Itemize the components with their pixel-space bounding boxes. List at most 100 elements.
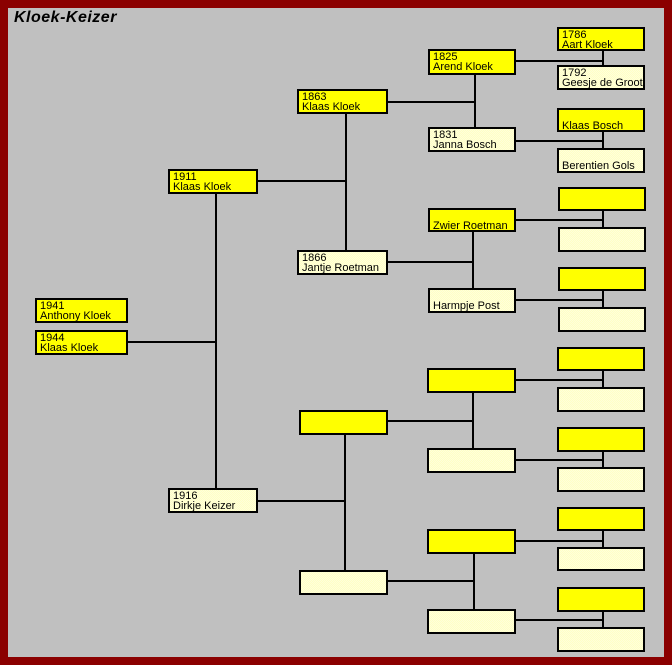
- connector-line: [602, 371, 604, 387]
- person-name: Dirkje Keizer: [173, 500, 236, 512]
- person-box-empty[interactable]: [557, 387, 645, 412]
- person-box-empty[interactable]: [557, 587, 645, 612]
- person-year: [562, 550, 643, 560]
- person-name: Aart Kloek: [562, 39, 613, 51]
- person-box-klaas-kloek-1863[interactable]: 1863 Klaas Kloek: [297, 89, 388, 114]
- person-year: 1866: [302, 252, 327, 264]
- connector-line: [472, 232, 474, 288]
- connector-line: [344, 435, 346, 570]
- connector-line: [602, 291, 604, 307]
- connector-line: [345, 114, 347, 250]
- person-year: 1792: [562, 67, 587, 79]
- person-year: 1863: [302, 91, 327, 103]
- person-name: Janna Bosch: [433, 139, 497, 151]
- person-year: [562, 470, 643, 480]
- person-box-empty[interactable]: [557, 547, 645, 571]
- person-name: Anthony Kloek: [40, 310, 111, 322]
- connector-line: [516, 140, 604, 142]
- person-year: 1831: [433, 129, 458, 141]
- person-box-empty[interactable]: [558, 307, 646, 332]
- connector-line: [388, 580, 475, 582]
- report-title: Kloek-Keizer: [14, 9, 117, 26]
- person-box-empty[interactable]: [558, 267, 646, 291]
- person-year: 1916: [173, 490, 198, 502]
- person-year: [563, 270, 644, 280]
- connector-line: [516, 60, 604, 62]
- connector-line: [258, 180, 347, 182]
- person-name: Harmpje Post: [433, 300, 500, 312]
- person-box-anthony-kloek[interactable]: 1941 Anthony Kloek: [35, 298, 128, 323]
- person-box-berentien-gols[interactable]: Berentien Gols: [557, 148, 645, 173]
- person-box-klaas-kloek-1911[interactable]: 1911 Klaas Kloek: [168, 169, 258, 194]
- connector-line: [516, 379, 604, 381]
- connector-line: [472, 393, 474, 448]
- person-box-empty[interactable]: [557, 467, 645, 492]
- person-box-geesje-de-groot[interactable]: 1792 Geesje de Groot: [557, 65, 645, 90]
- person-box-empty[interactable]: [299, 570, 388, 595]
- person-year: [563, 310, 644, 320]
- person-year: 1786: [562, 29, 587, 41]
- person-year: [562, 590, 643, 600]
- person-name: Jantje Roetman: [302, 262, 380, 274]
- person-name: Klaas Bosch: [562, 120, 624, 132]
- person-year: [304, 413, 386, 423]
- person-name: Klaas Kloek: [40, 342, 99, 354]
- person-box-jantje-roetman[interactable]: 1866 Jantje Roetman: [297, 250, 388, 275]
- person-year: [432, 612, 514, 622]
- person-box-empty[interactable]: [427, 529, 516, 554]
- person-year: 1941: [40, 300, 65, 312]
- person-year: 1911: [173, 171, 197, 183]
- person-box-empty[interactable]: [427, 448, 516, 473]
- person-year: [304, 573, 386, 583]
- person-box-zwier-roetman[interactable]: Zwier Roetman: [428, 208, 516, 232]
- person-name: Berentien Gols: [562, 160, 635, 172]
- person-box-empty[interactable]: [557, 627, 645, 652]
- person-year: 1825: [433, 51, 458, 63]
- person-box-empty[interactable]: [299, 410, 388, 435]
- person-box-aart-kloek[interactable]: 1786 Aart Kloek: [557, 27, 645, 51]
- connector-line: [215, 194, 217, 488]
- connector-line: [516, 540, 604, 542]
- person-year: [562, 630, 643, 640]
- person-box-arend-kloek[interactable]: 1825 Arend Kloek: [428, 49, 516, 75]
- connector-line: [516, 459, 604, 461]
- connector-line: [602, 452, 604, 467]
- person-name: Klaas Kloek: [302, 101, 361, 113]
- connector-line: [516, 619, 604, 621]
- connector-line: [474, 75, 476, 127]
- person-box-empty[interactable]: [557, 427, 645, 452]
- person-box-klaas-bosch[interactable]: Klaas Bosch: [557, 108, 645, 132]
- person-box-empty[interactable]: [557, 347, 645, 371]
- person-year: [562, 510, 643, 520]
- person-year: [562, 350, 643, 360]
- person-box-klaas-kloek-1944[interactable]: 1944 Klaas Kloek: [35, 330, 128, 355]
- person-year: [432, 371, 514, 381]
- person-box-harmpje-post[interactable]: Harmpje Post: [428, 288, 516, 313]
- connector-line: [516, 219, 604, 221]
- person-name: Klaas Kloek: [173, 181, 232, 193]
- person-box-empty[interactable]: [427, 609, 516, 634]
- connector-line: [602, 132, 604, 148]
- person-year: [562, 430, 643, 440]
- connector-line: [602, 531, 604, 547]
- person-year: [563, 190, 644, 200]
- person-box-empty[interactable]: [558, 187, 646, 211]
- person-box-janna-bosch[interactable]: 1831 Janna Bosch: [428, 127, 516, 152]
- connector-line: [602, 51, 604, 65]
- connector-line: [388, 261, 474, 263]
- connector-line: [128, 341, 217, 343]
- connector-line: [516, 299, 604, 301]
- connector-line: [602, 211, 604, 227]
- person-name: Geesje de Groot: [562, 77, 643, 89]
- person-box-dirkje-keizer[interactable]: 1916 Dirkje Keizer: [168, 488, 258, 513]
- person-box-empty[interactable]: [557, 507, 645, 531]
- person-name: Zwier Roetman: [433, 220, 508, 232]
- connector-line: [602, 612, 604, 627]
- person-box-empty[interactable]: [558, 227, 646, 252]
- person-box-empty[interactable]: [427, 368, 516, 393]
- connector-line: [388, 420, 474, 422]
- connector-line: [388, 101, 476, 103]
- connector-line: [258, 500, 346, 502]
- person-year: [432, 532, 514, 542]
